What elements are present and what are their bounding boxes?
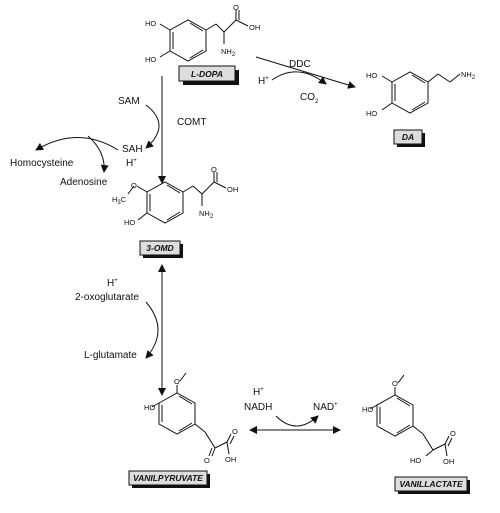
glutamate-label: L-glutamate [84, 350, 137, 361]
reduction-h-plus: H+ [253, 387, 264, 398]
vp-o-methoxy: O [174, 377, 180, 386]
vl-o-methoxy: O [392, 379, 398, 388]
ldopa-o: O [233, 3, 239, 12]
omd-structure: O H3C HO O OH NH2 [112, 165, 238, 227]
homocysteine-label: Homocysteine [10, 158, 74, 169]
ddc-side-arrow [271, 71, 327, 85]
vl-ho: HO [362, 405, 373, 414]
transamination-h-plus: H+ [107, 278, 118, 289]
ldopa-oh: OH [249, 23, 260, 32]
ddc-label: DDC [289, 59, 311, 70]
ldopa-label-box: L-DOPA [178, 65, 239, 85]
ddc-h-plus: H+ [258, 76, 269, 87]
oxoglutarate-glutamate-arrow [145, 301, 159, 359]
vanillactate-label: VANILLACTATE [399, 479, 463, 489]
ldopa-label: L-DOPA [191, 69, 223, 79]
vanilpyruvate-label-box: VANILPYRUVATE [128, 470, 210, 488]
adenosine-label: Adenosine [60, 177, 108, 188]
vl-o-acid: O [450, 429, 456, 438]
vl-oh: OH [443, 457, 454, 466]
sah-label: SAH [122, 144, 143, 155]
vanillactate-structure: HO O HO O OH [362, 374, 456, 466]
da-label: DA [402, 132, 414, 142]
vp-o-acid: O [232, 427, 238, 436]
oxoglutarate-label: 2-oxoglutarate [75, 292, 139, 303]
nadh-label: NADH [244, 402, 272, 413]
vl-ho-lactate: HO [410, 456, 421, 465]
ldopa-ho-2: HO [145, 55, 156, 64]
ldopa-ho-1: HO [145, 19, 156, 28]
vanilpyruvate-structure: HO O O O OH [144, 372, 238, 465]
omd-o: O [131, 181, 137, 190]
ldopa-nh2: NH2 [221, 47, 236, 58]
omd-label-box: 3-OMD [139, 240, 183, 258]
vanilpyruvate-label: VANILPYRUVATE [133, 473, 203, 483]
vanillactate-label-box: VANILLACTATE [394, 476, 470, 494]
da-ho-1: HO [366, 71, 377, 80]
omd-oh: OH [227, 185, 238, 194]
omd-ho: HO [124, 218, 135, 227]
sah-hydrolysis-arrow [35, 137, 119, 151]
da-ho-2: HO [366, 109, 377, 118]
da-nh2: NH2 [461, 70, 476, 81]
sam-label: SAM [118, 96, 140, 107]
ddc-arrow [255, 56, 356, 89]
da-label-box: DA [393, 129, 425, 147]
omd-nh2: NH2 [199, 209, 214, 220]
vp-oh: OH [225, 455, 236, 464]
comt-h-plus: H+ [126, 158, 137, 169]
omd-h3c: H3C [112, 195, 127, 206]
omd-label: 3-OMD [146, 243, 173, 253]
comt-label: COMT [177, 117, 206, 128]
ldopa-structure: HO HO O OH NH2 [145, 3, 260, 64]
sam-sah-arrow [145, 104, 160, 149]
omd-o-acid: O [211, 165, 217, 174]
nadh-nad-arrow [275, 415, 319, 427]
vp-o-keto: O [204, 456, 210, 465]
adenosine-arrow [87, 135, 109, 173]
da-structure: HO HO NH2 [366, 70, 476, 118]
vp-ho: HO [144, 403, 155, 412]
nad-plus-label: NAD+ [313, 402, 338, 413]
co2-label: CO2 [300, 92, 319, 105]
